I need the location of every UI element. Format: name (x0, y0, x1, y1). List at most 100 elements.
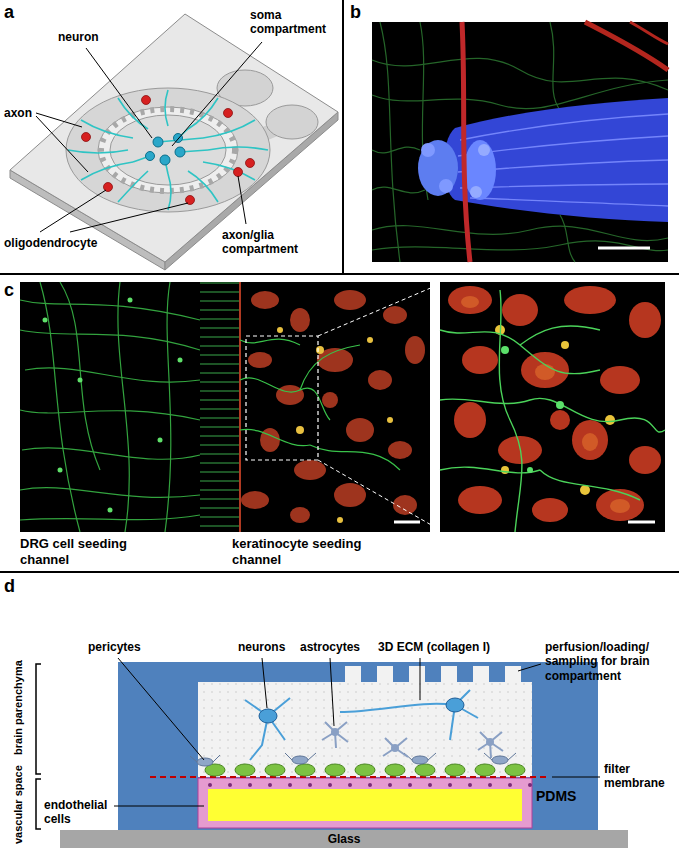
brain-chamber (473, 666, 489, 683)
axon-fibers (208, 147, 268, 150)
micrograph-c-zoom (600, 366, 640, 394)
part-label: 3D ECM (collagen I) (378, 640, 490, 654)
node-text: PDMS (536, 788, 576, 805)
micrograph-c-zoom (556, 401, 564, 409)
panel-letter: b (350, 2, 361, 24)
micrograph-c-overview (393, 495, 417, 515)
micrograph-c-overview (367, 337, 373, 343)
part-label: oligodendrocyte (4, 236, 97, 250)
axon-fibers (68, 150, 128, 153)
micrograph-c-overview (128, 298, 133, 303)
micrograph-c-zoom (440, 290, 665, 532)
micrograph-c-overview (78, 378, 83, 383)
micrograph-c-overview (405, 336, 425, 364)
axon-fibers (81, 162, 133, 180)
neuron-cell (446, 698, 464, 712)
brain-chamber (441, 666, 457, 683)
device-slab (266, 105, 318, 139)
pericyte-cell (190, 753, 516, 762)
micrograph-b (372, 241, 668, 251)
micrograph-c-zoom (605, 415, 615, 425)
leader-line (114, 806, 204, 807)
leader-line (552, 777, 600, 778)
micrograph-c-overview (387, 417, 393, 423)
astrocyte-cell (331, 728, 339, 736)
micrograph-c-overview (322, 392, 338, 408)
micrograph-b (470, 198, 668, 206)
micrograph-c-zoom (527, 467, 533, 473)
astrocyte-cell (322, 722, 503, 758)
oligodendrocyte-dot (82, 133, 91, 142)
endfoot-cell (475, 764, 495, 776)
micrograph-b (439, 179, 453, 193)
pericyte-cell (412, 756, 428, 764)
micrograph-c-overview (246, 336, 318, 460)
micrograph-c-zoom (440, 467, 540, 473)
micrograph-b (372, 187, 425, 193)
neuron-cell (245, 690, 478, 760)
brain-chamber (377, 666, 393, 683)
micrograph-c-overview (260, 428, 280, 452)
micrograph-b (418, 140, 458, 196)
micrograph-b (560, 215, 575, 262)
micrograph-c-overview (248, 352, 272, 368)
brain-chamber (198, 682, 532, 777)
device-slab (10, 14, 338, 270)
micrograph-b (444, 98, 668, 222)
part-label: soma compartment (250, 8, 336, 37)
bracket (36, 779, 41, 829)
part-label: filter membrane (604, 762, 674, 791)
micrograph-b (458, 114, 668, 206)
micrograph-b (372, 22, 668, 262)
micrograph-c-overview (290, 507, 310, 523)
micrograph-c-zoom (561, 341, 569, 349)
micrograph-c-zoom (454, 402, 486, 438)
endfoot-cell (355, 764, 375, 776)
micrograph-c-overview (20, 488, 200, 498)
device-slab (101, 109, 235, 191)
micrograph-c-overview (394, 521, 420, 524)
panel-letter: c (4, 280, 14, 302)
endfoot-cell (235, 764, 255, 776)
micrograph-c-overview (310, 445, 400, 470)
micrograph-b (464, 140, 496, 200)
micrograph-c-overview (239, 282, 241, 532)
filter-membrane-line (150, 776, 548, 778)
micrograph-c-overview (388, 441, 412, 459)
micrograph-c-overview (165, 282, 171, 532)
node-text: Glass (60, 830, 628, 848)
micrograph-b (630, 22, 668, 44)
oligodendrocyte-dot (82, 96, 255, 205)
micrograph-c-overview (277, 327, 283, 333)
channel-label: keratinocyte seeding channel (232, 536, 412, 567)
endfoot-cell (295, 764, 315, 776)
micrograph-c-overview (58, 468, 63, 473)
vascular-channel (208, 789, 522, 821)
device-slab (10, 14, 338, 262)
leader-line (86, 48, 152, 138)
endfoot-cell (265, 764, 285, 776)
micrograph-c-zoom (462, 346, 498, 374)
brain-chamber (345, 666, 361, 683)
micrograph-c-overview (337, 517, 343, 523)
micrograph-c-overview (118, 282, 129, 532)
micrograph-c-zoom (521, 352, 569, 388)
axon-fibers (165, 90, 168, 126)
micrograph-c-zoom (520, 326, 600, 345)
pdms-chip-section (118, 662, 598, 830)
micrograph-c-overview (346, 418, 374, 442)
micrograph-b (372, 22, 668, 262)
pdms-chip-section (118, 662, 598, 830)
micrograph-c-overview (316, 346, 324, 354)
axon-fibers (188, 98, 218, 129)
vascular-channel (198, 778, 532, 828)
micrograph-c-zoom (564, 286, 616, 314)
micrograph-b (470, 186, 482, 198)
oligodendrocyte-dot (234, 168, 243, 177)
micrograph-c-zoom (501, 466, 509, 474)
micrograph-b (550, 22, 560, 110)
micrograph-c-overview (240, 378, 330, 420)
micrograph-c-overview (296, 426, 304, 434)
leader-line (420, 662, 421, 700)
vascular-channel (198, 778, 532, 788)
